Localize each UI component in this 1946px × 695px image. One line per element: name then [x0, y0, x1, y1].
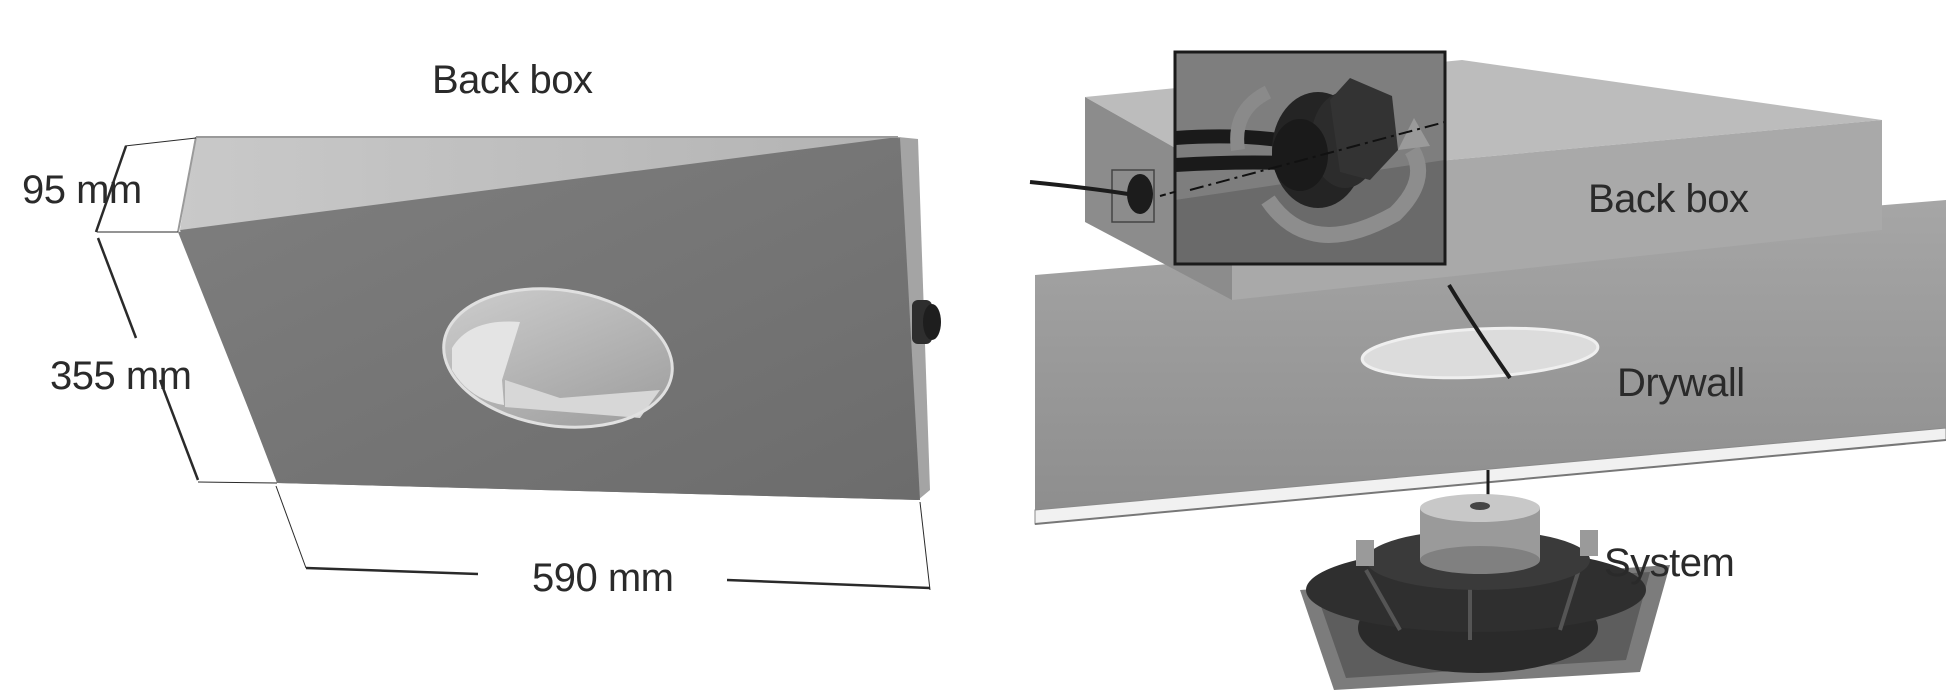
dimension-width-label: 590 mm — [532, 556, 674, 600]
speaker-system-icon — [1300, 470, 1670, 690]
right-label-system: System — [1604, 541, 1734, 585]
external-cable — [1029, 180, 1129, 196]
installation-right-drawing — [1029, 50, 1946, 690]
cable-through-drywall — [1447, 283, 1512, 380]
right-label-drywall: Drywall — [1617, 361, 1745, 405]
dimension-depth-label: 95 mm — [22, 168, 142, 212]
gland-detail-inset — [1173, 50, 1447, 266]
dimension-height-label: 355 mm — [50, 354, 192, 398]
dimension-lines — [94, 137, 931, 591]
right-label-back-box: Back box — [1588, 177, 1749, 221]
cable-gland-icon — [912, 300, 941, 344]
back-box-left-drawing — [94, 136, 941, 591]
drywall-front-edge — [1034, 427, 1946, 525]
left-title-back-box: Back box — [432, 58, 593, 102]
